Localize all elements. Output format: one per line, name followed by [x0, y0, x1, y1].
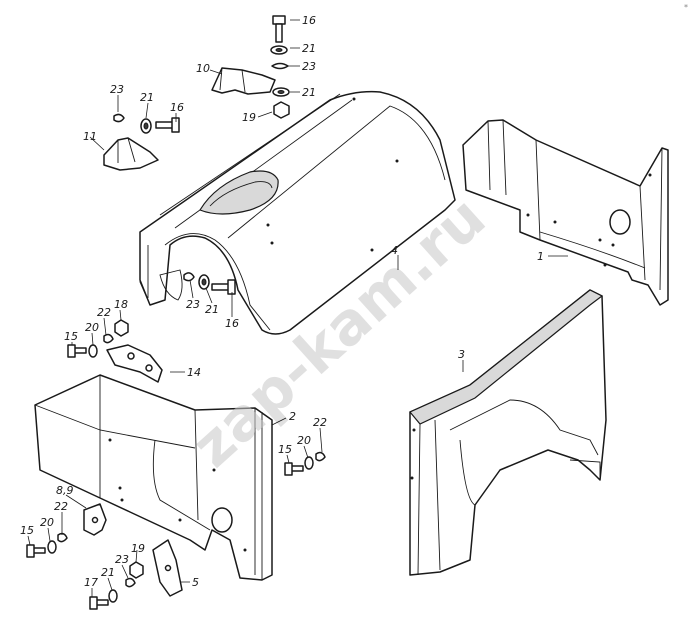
callout-15: 15: [64, 330, 78, 343]
callout-11: 11: [83, 130, 97, 143]
fasteners-left-stack: [113, 113, 180, 134]
part-14-bracket: [106, 344, 163, 383]
callout-17: 17: [84, 576, 98, 589]
fasteners-top-stack: [270, 15, 290, 119]
callout-23: 23: [115, 553, 129, 566]
callout-8-9: 8,9: [56, 484, 74, 497]
callout-22: 22: [97, 306, 111, 319]
part-8-9-bracket: [83, 503, 107, 536]
callout-21: 21: [140, 91, 154, 104]
callout-2: 2: [289, 410, 296, 423]
leader-lines: [27, 19, 568, 597]
callout-5: 5: [192, 576, 199, 589]
part-2-side-panel: [34, 374, 273, 581]
callout-18: 18: [114, 298, 128, 311]
callout-21: 21: [101, 566, 115, 579]
callout-19: 19: [242, 111, 256, 124]
callout-16: 16: [170, 101, 184, 114]
callout-21: 21: [302, 86, 316, 99]
callout-15: 15: [278, 443, 292, 456]
part-1-rear-panel: [462, 119, 669, 306]
callout-4: 4: [391, 244, 398, 257]
callout-23: 23: [110, 83, 124, 96]
callout-21: 21: [205, 303, 219, 316]
fasteners-2-stack: [284, 451, 326, 476]
callout-14: 14: [187, 366, 201, 379]
part-10-bracket: [211, 67, 276, 95]
callout-10: 10: [196, 62, 210, 75]
callout-labels: 16 21 10 23 21 19 23 21 16 11 1 4 23 21 …: [20, 14, 544, 589]
callout-1: 1: [537, 250, 544, 263]
callout-22: 22: [54, 500, 68, 513]
callout-21: 21: [302, 42, 316, 55]
callout-20: 20: [297, 434, 311, 447]
callout-20: 20: [85, 321, 99, 334]
part-4-engine-cover: [139, 90, 456, 335]
fasteners-cover-stack: [183, 272, 236, 295]
callout-19: 19: [131, 542, 145, 555]
callout-16: 16: [225, 317, 239, 330]
callout-22: 22: [313, 416, 327, 429]
callout-3: 3: [458, 348, 465, 361]
part-11-bracket: [103, 137, 159, 171]
fasteners-8-9-stack: [26, 532, 68, 558]
callout-23: 23: [302, 60, 316, 73]
part-5-bracket: [152, 539, 183, 597]
part-3-front-panel: [409, 289, 607, 576]
callout-20: 20: [40, 516, 54, 529]
callout-15: 15: [20, 524, 34, 537]
callout-23: 23: [186, 298, 200, 311]
corner-mark: *: [684, 3, 688, 12]
callout-16: 16: [302, 14, 316, 27]
